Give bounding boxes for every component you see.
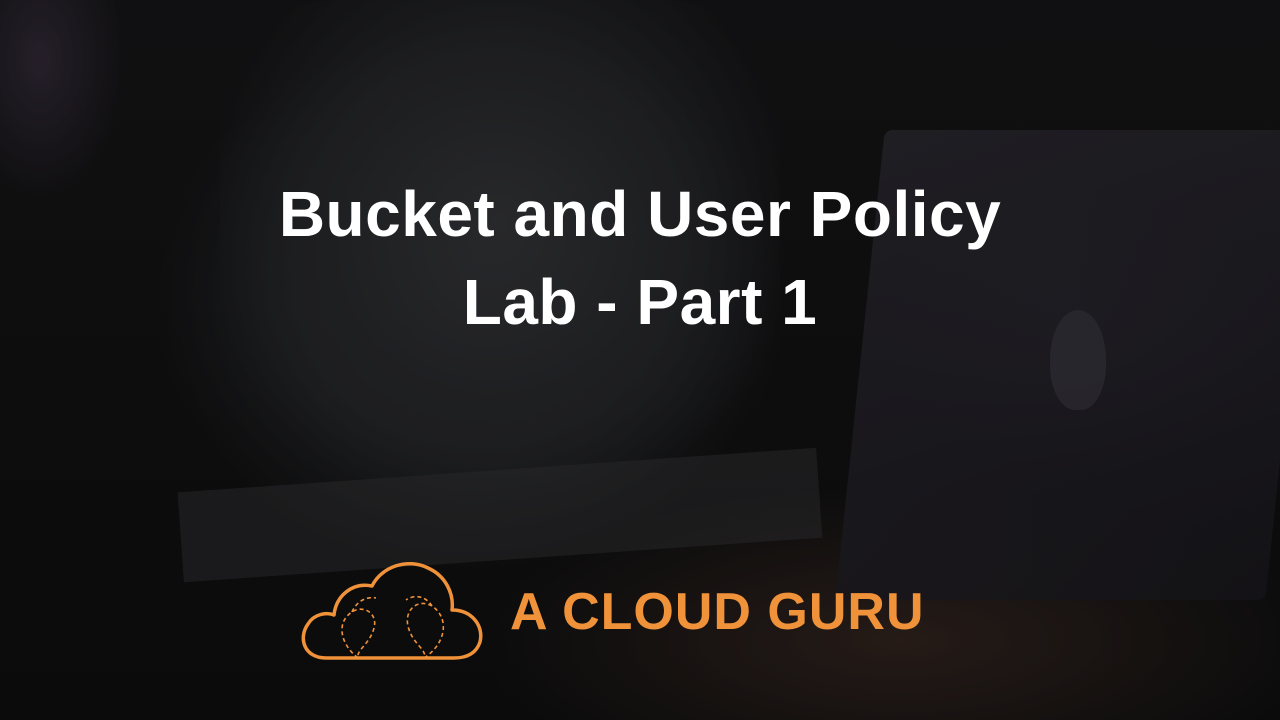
slide-title-line-2: Lab - Part 1 [462, 266, 818, 338]
brand-logo: A CLOUD GURU [296, 558, 925, 666]
cloud-logo-icon [301, 562, 483, 660]
background-person [220, 0, 780, 520]
background-laptop-logo [1050, 310, 1106, 410]
brand-name: A CLOUD GURU [510, 583, 925, 641]
slide-title: Bucket and User Policy Lab - Part 1 [0, 170, 1280, 346]
slide-title-line-1: Bucket and User Policy [278, 178, 1002, 250]
